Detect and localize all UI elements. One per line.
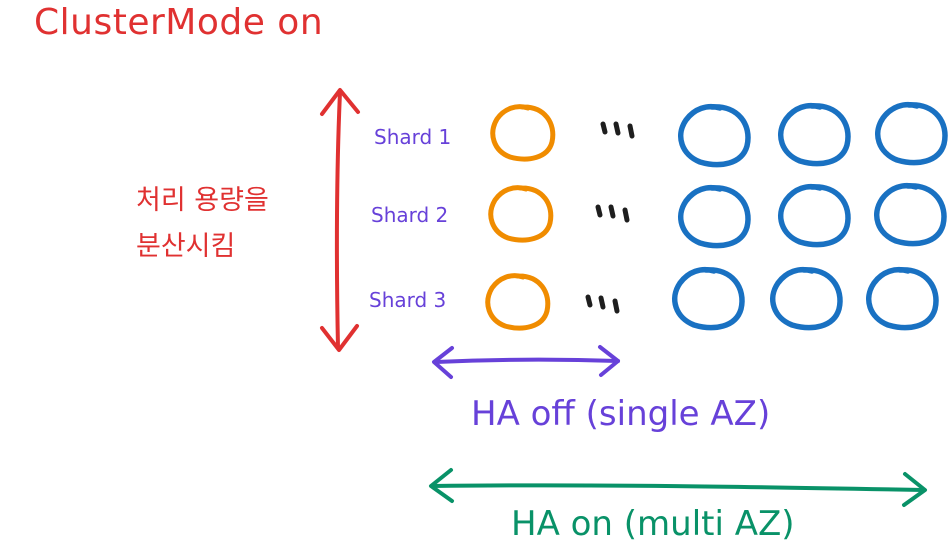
shard-3-replica-node bbox=[672, 266, 745, 331]
shard-3-replica-node bbox=[770, 266, 843, 331]
shard-2-primary-node bbox=[488, 185, 554, 243]
shard-primary-nodes bbox=[485, 104, 556, 331]
capacity-label-line1: 처리 용량을 bbox=[136, 185, 269, 216]
replica-nodes bbox=[672, 101, 948, 331]
ha-on-range-arrow bbox=[429, 468, 927, 507]
shard-2-replica-node bbox=[874, 182, 947, 247]
shard-2-label: Shard 2 bbox=[371, 203, 449, 227]
ha-on-label: HA on (multi AZ) bbox=[511, 504, 795, 544]
shard-3-label: Shard 3 bbox=[369, 288, 447, 312]
shard-2-replica-node bbox=[678, 184, 751, 249]
ellipsis-marks bbox=[585, 121, 635, 314]
shard-2-replica-node bbox=[778, 183, 851, 248]
diagram-title: ClusterMode on bbox=[34, 2, 324, 43]
ha-off-label: HA off (single AZ) bbox=[471, 394, 771, 434]
vertical-scale-arrow bbox=[320, 88, 360, 352]
shard-1-replica-node bbox=[678, 103, 751, 168]
capacity-label-line2: 분산시킴 bbox=[136, 231, 236, 262]
shard-1-replica-node bbox=[778, 102, 851, 167]
ha-off-range-arrow bbox=[432, 345, 620, 379]
shard-1-replica-node bbox=[875, 101, 948, 166]
shard-3-replica-node bbox=[866, 266, 939, 331]
shard-1-label: Shard 1 bbox=[374, 125, 452, 149]
shard-1-primary-node bbox=[490, 104, 556, 162]
shard-3-primary-node bbox=[485, 273, 551, 331]
